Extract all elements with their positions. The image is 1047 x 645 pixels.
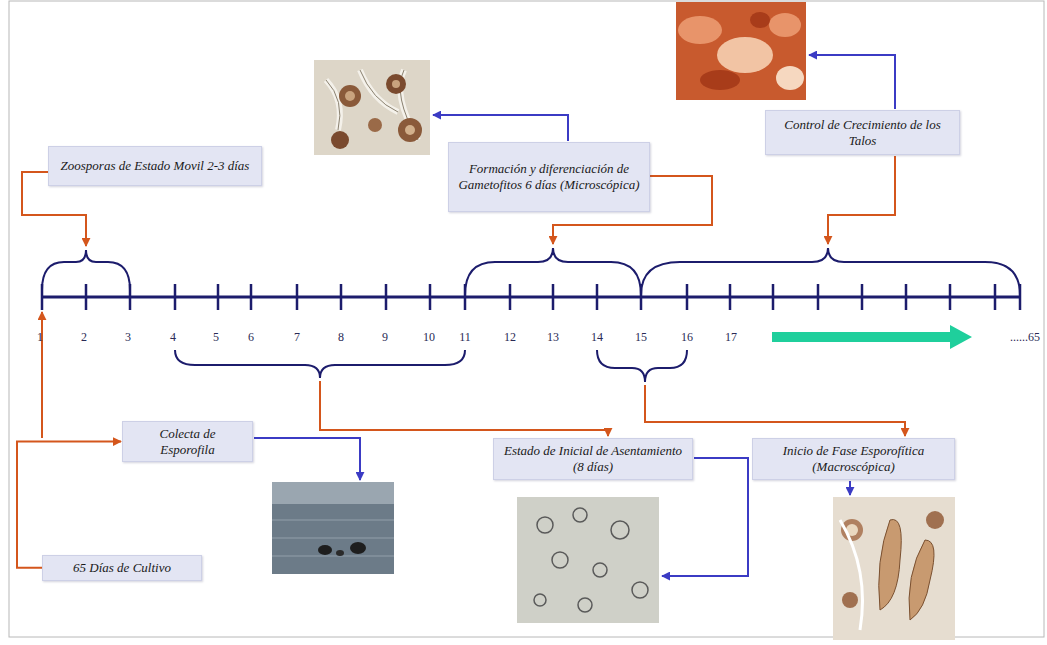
box-text: Estado de Inicial de Asentamiento (8 día… — [502, 443, 684, 474]
micro-photo — [368, 118, 382, 132]
micro-photo — [392, 80, 400, 88]
frame — [9, 1, 1044, 637]
micro-photo — [534, 594, 546, 606]
connector-arrow — [17, 442, 121, 568]
micro-photo — [840, 520, 863, 630]
brace — [42, 250, 130, 290]
sea-photo — [272, 520, 394, 556]
box-text: 65 Días de Cultivo — [73, 560, 171, 576]
micro-photo — [909, 540, 934, 620]
timeline-box: 65 Días de Cultivo — [42, 555, 202, 581]
sea-photo — [272, 482, 394, 574]
orange-culture-photo — [717, 37, 773, 73]
micro-photo — [611, 521, 629, 539]
micro-photo — [926, 511, 944, 529]
day-number: 4 — [170, 330, 176, 344]
micro-photo — [833, 497, 955, 640]
day-number: 12 — [504, 330, 516, 344]
sea-photo — [318, 545, 332, 555]
timeline-box: Estado de Inicial de Asentamiento (8 día… — [493, 438, 693, 480]
day-number: 5 — [213, 330, 219, 344]
brace — [465, 248, 641, 295]
orange-culture-photo — [676, 2, 806, 100]
micro-photo — [552, 552, 568, 568]
orange-leader — [645, 385, 905, 436]
micro-photo — [842, 592, 858, 608]
micro-photo — [345, 91, 355, 101]
brace — [641, 248, 1020, 295]
micro-photo — [405, 125, 415, 135]
day-number: 9 — [382, 330, 388, 344]
brace — [175, 350, 465, 378]
micro-photo — [314, 60, 430, 155]
timeline-box: Inicio de Fase Esporofítica (Macroscópic… — [752, 438, 955, 480]
timeline-ticks — [42, 284, 1020, 310]
micro-photo — [573, 508, 587, 522]
day-number: ......65 — [1010, 330, 1040, 344]
micro-photo — [314, 60, 430, 155]
micro-photo — [833, 497, 955, 640]
micro-photo — [398, 118, 422, 142]
orange-culture-photo — [676, 2, 806, 100]
box-text: Inicio de Fase Esporofítica (Macroscópic… — [761, 443, 946, 474]
blue-leader — [254, 438, 360, 480]
box-text: Colecta de Esporofila — [131, 426, 244, 457]
day-number: 6 — [248, 330, 254, 344]
orange-culture-photo — [769, 13, 801, 37]
orange-leader — [828, 156, 895, 244]
timeline-box: Control de Crecimiento de los Talos — [765, 110, 960, 155]
orange-culture-photo — [678, 16, 722, 44]
brace — [597, 350, 687, 382]
orange-leader — [320, 381, 608, 436]
day-number: 17 — [725, 330, 737, 344]
micro-photo — [517, 497, 659, 623]
box-text: Formación y diferenciación de Gametofito… — [457, 161, 641, 192]
day-number: 3 — [125, 330, 131, 344]
day-number: 1 — [37, 330, 43, 344]
timeline-box: Colecta de Esporofila — [122, 421, 253, 462]
micro-photo — [386, 74, 406, 94]
micro-photo — [517, 497, 659, 623]
day-number: 11 — [459, 330, 471, 344]
timeline-box: Formación y diferenciación de Gametofito… — [448, 142, 650, 212]
box-text: Zoosporas de Estado Movil 2-3 días — [61, 158, 250, 174]
blue-leader — [433, 115, 568, 141]
day-number: 2 — [81, 330, 87, 344]
timeline-box: Zoosporas de Estado Movil 2-3 días — [48, 146, 262, 186]
orange-culture-photo — [750, 12, 770, 28]
orange-culture-photo — [776, 66, 804, 90]
micro-photo — [339, 85, 361, 107]
day-number: 8 — [338, 330, 344, 344]
day-number: 7 — [294, 330, 300, 344]
micro-photo — [593, 563, 607, 577]
micro-photo — [537, 517, 553, 533]
day-number: 13 — [547, 330, 559, 344]
timeline-axis — [42, 296, 1020, 299]
blue-leader — [849, 481, 851, 495]
micro-photo — [632, 582, 648, 598]
day-number: 10 — [423, 330, 435, 344]
day-number: 14 — [591, 330, 603, 344]
day-number: 15 — [635, 330, 647, 344]
brace — [42, 248, 1020, 382]
micro-photo — [578, 598, 592, 612]
continuation-arrow — [772, 325, 972, 349]
sea-photo — [336, 550, 344, 556]
sea-photo — [272, 482, 394, 504]
box-text: Control de Crecimiento de los Talos — [774, 117, 951, 148]
orange-culture-photo — [700, 70, 740, 90]
blue-leader — [809, 55, 895, 109]
sea-photo — [272, 482, 394, 574]
micro-photo — [331, 131, 349, 149]
day-number: 16 — [681, 330, 693, 344]
sea-photo — [350, 542, 366, 554]
micro-photo — [879, 520, 902, 611]
